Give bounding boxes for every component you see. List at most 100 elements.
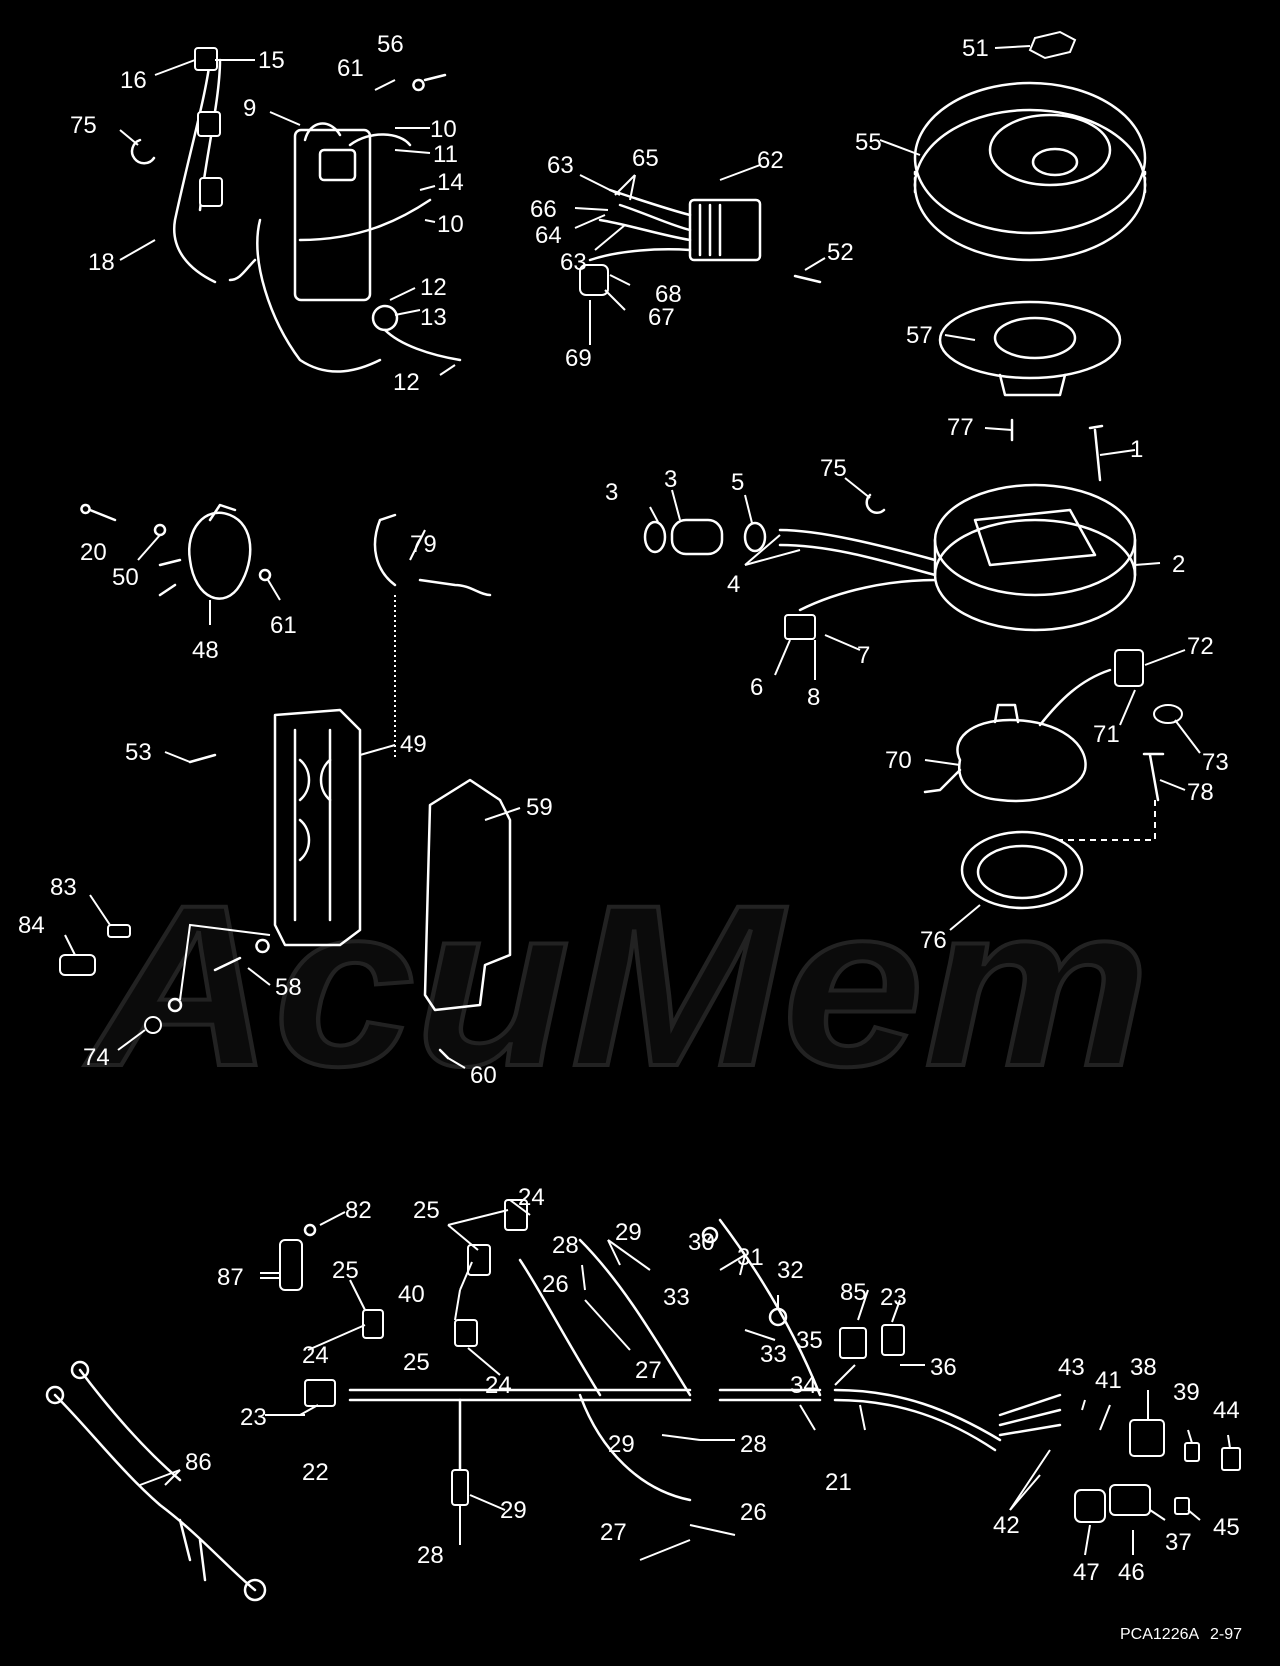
callout-2: 2 [1172, 551, 1185, 578]
callout-32: 32 [777, 1257, 804, 1284]
callout-67: 67 [648, 304, 675, 331]
callout-26b: 26 [740, 1499, 767, 1526]
callout-46: 46 [1118, 1559, 1145, 1586]
callout-10b: 10 [437, 211, 464, 238]
callout-12b: 12 [393, 369, 420, 396]
callout-79: 79 [410, 531, 437, 558]
callout-27a: 27 [635, 1357, 662, 1384]
callout-23b: 23 [880, 1284, 907, 1311]
callout-48: 48 [192, 637, 219, 664]
callout-34: 34 [790, 1372, 817, 1399]
callout-30: 30 [688, 1229, 715, 1256]
callout-33a: 33 [663, 1284, 690, 1311]
callout-84: 84 [18, 912, 45, 939]
callout-40: 40 [398, 1281, 425, 1308]
callout-62: 62 [757, 147, 784, 174]
callout-75b: 75 [820, 455, 847, 482]
callout-56: 56 [377, 31, 404, 58]
callout-3a: 3 [605, 479, 618, 506]
callout-16: 16 [120, 67, 147, 94]
callout-50: 50 [112, 564, 139, 591]
callout-28b: 28 [740, 1431, 767, 1458]
callout-6: 6 [750, 674, 763, 701]
callout-58: 58 [275, 974, 302, 1001]
callout-63: 63 [547, 152, 574, 179]
callout-31: 31 [737, 1244, 764, 1271]
callout-7: 7 [857, 642, 870, 669]
callout-49: 49 [400, 731, 427, 758]
callout-87: 87 [217, 1264, 244, 1291]
callout-29b: 29 [608, 1431, 635, 1458]
callout-13: 13 [420, 304, 447, 331]
callout-28a: 28 [552, 1232, 579, 1259]
callout-29c: 29 [500, 1497, 527, 1524]
callout-76: 76 [920, 927, 947, 954]
figure-code: PCA1226A [1120, 1626, 1200, 1643]
leader-lines [64, 45, 1231, 1561]
callout-25c: 25 [403, 1349, 430, 1376]
callout-23a: 23 [240, 1404, 267, 1431]
callout-24b: 24 [518, 1184, 545, 1211]
callout-60: 60 [470, 1062, 497, 1089]
callout-55: 55 [855, 129, 882, 156]
callout-27b: 27 [600, 1519, 627, 1546]
callout-37: 37 [1165, 1529, 1192, 1556]
callout-1: 1 [1130, 436, 1143, 463]
figure-date: 2-97 [1210, 1626, 1243, 1643]
callout-52: 52 [827, 239, 854, 266]
callout-71: 71 [1093, 721, 1120, 748]
callout-70: 70 [885, 747, 912, 774]
callout-11: 11 [433, 141, 458, 168]
callout-25a: 25 [332, 1257, 359, 1284]
callout-59: 59 [526, 794, 553, 821]
callout-24c: 24 [485, 1372, 512, 1399]
callout-3: 3 [664, 466, 677, 493]
callout-9: 9 [243, 95, 256, 122]
watermark: AcuMem [84, 857, 1150, 1114]
callout-85: 85 [840, 1279, 867, 1306]
callout-14: 14 [437, 169, 464, 196]
callout-42: 42 [993, 1512, 1020, 1539]
callout-57: 57 [906, 322, 933, 349]
callout-47: 47 [1073, 1559, 1100, 1586]
callout-labels: 15 16 56 61 75 9 10 11 14 10 18 12 13 12… [18, 31, 1240, 1586]
callout-41: 41 [1095, 1367, 1122, 1394]
callout-83: 83 [50, 874, 77, 901]
callout-28c: 28 [417, 1542, 444, 1569]
callout-69: 69 [565, 345, 592, 372]
callout-43: 43 [1058, 1354, 1085, 1381]
callout-78: 78 [1187, 779, 1214, 806]
callout-24a: 24 [302, 1342, 329, 1369]
callout-45: 45 [1213, 1514, 1240, 1541]
callout-72: 72 [1187, 633, 1214, 660]
callout-74: 74 [83, 1044, 110, 1071]
callout-61b: 61 [270, 612, 297, 639]
callout-4: 4 [727, 571, 740, 598]
callout-86: 86 [185, 1449, 212, 1476]
callout-18: 18 [88, 249, 115, 276]
callout-36: 36 [930, 1354, 957, 1381]
callout-77: 77 [947, 414, 974, 441]
callout-66: 66 [530, 196, 557, 223]
callout-33b: 33 [760, 1341, 787, 1368]
part-shapes [45, 30, 1241, 1602]
callout-44: 44 [1213, 1397, 1240, 1424]
callout-8: 8 [807, 684, 820, 711]
callout-29a: 29 [615, 1219, 642, 1246]
callout-35: 35 [796, 1327, 823, 1354]
callout-10: 10 [430, 116, 457, 143]
callout-12: 12 [420, 274, 447, 301]
callout-22: 22 [302, 1459, 329, 1486]
callout-51: 51 [962, 35, 989, 62]
callout-21: 21 [825, 1469, 852, 1496]
callout-61: 61 [337, 55, 364, 82]
callout-63b: 63 [560, 249, 587, 276]
callout-53: 53 [125, 739, 152, 766]
callout-20: 20 [80, 539, 107, 566]
callout-82: 82 [345, 1197, 372, 1224]
callout-73: 73 [1202, 749, 1229, 776]
callout-68: 68 [655, 281, 682, 308]
callout-26a: 26 [542, 1271, 569, 1298]
callout-38: 38 [1130, 1354, 1157, 1381]
